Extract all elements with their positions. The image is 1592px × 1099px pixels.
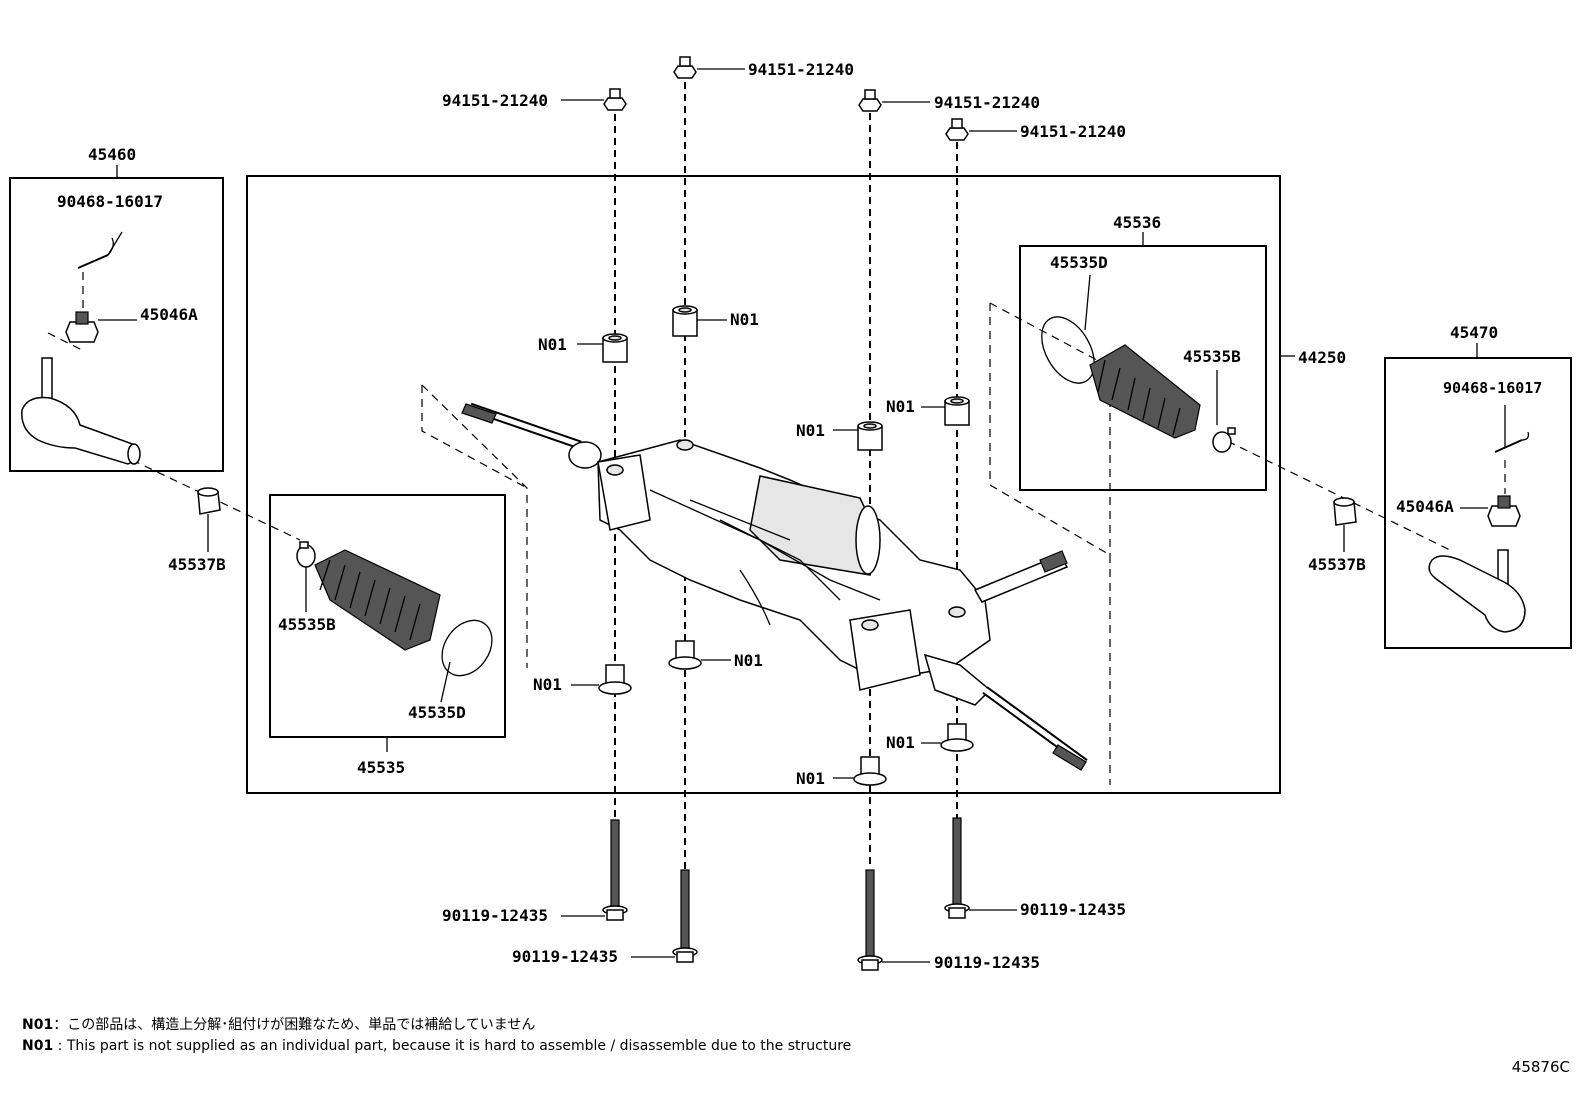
cotter-pin-rh: [1494, 431, 1530, 453]
label-nut-top-2: 94151-21240: [748, 60, 854, 79]
label-nut-lh: 45046A: [140, 305, 198, 324]
label-boot-set-rh: 45536: [1113, 213, 1161, 232]
label-ring-rh: 45535D: [1050, 253, 1108, 272]
bushing-n01-upper-4: [944, 396, 970, 426]
bolt-2: [672, 869, 698, 963]
ring-rh: [1041, 316, 1095, 384]
bolt-4: [944, 817, 970, 919]
note-jp-text: ：この部品は、構造上分解･組付けが困難なため、単品では補給していません: [53, 1017, 536, 1033]
label-bolt-3: 90119-12435: [934, 953, 1040, 972]
bolt-1: [602, 819, 628, 921]
castle-nut-lh: [65, 311, 99, 343]
label-ring-lh: 45535D: [408, 703, 466, 722]
flange-nut-1: [603, 88, 627, 111]
label-bolt-2: 90119-12435: [512, 947, 618, 966]
clamp-rh: [1212, 427, 1236, 453]
label-n01-a: N01: [538, 335, 567, 354]
ring-lh: [441, 619, 493, 677]
label-nut-top-1: 94151-21240: [442, 91, 548, 110]
label-n01-d: N01: [886, 397, 915, 416]
tie-rod-end-lh-part: [21, 357, 141, 465]
label-cotter-pin-lh: 90468-16017: [57, 192, 163, 211]
frame-gear-assy: [246, 175, 1281, 794]
label-bushing-lh: 45537B: [168, 555, 226, 574]
bolt-3: [857, 869, 883, 971]
castle-nut-rh: [1487, 495, 1521, 527]
bushing-n01-lower-4: [940, 723, 974, 752]
flange-nut-3: [858, 89, 882, 112]
flange-nut-4: [945, 118, 969, 141]
tie-rod-end-rh-part: [1428, 549, 1526, 633]
clamp-lh: [296, 541, 316, 568]
bushing-n01-lower-3: [853, 756, 887, 786]
label-nut-rh: 45046A: [1396, 497, 1454, 516]
label-nut-top-3: 94151-21240: [934, 93, 1040, 112]
label-bolt-4: 90119-12435: [1020, 900, 1126, 919]
bushing-n01-lower-1: [598, 664, 632, 695]
label-n01-f: N01: [734, 651, 763, 670]
label-tie-rod-end-rh: 45470: [1450, 323, 1498, 342]
boot-lh: [314, 549, 441, 651]
label-n01-e: N01: [533, 675, 562, 694]
label-clamp-lh: 45535B: [278, 615, 336, 634]
bushing-n01-lower-2: [668, 640, 702, 670]
label-boot-set-lh: 45535: [357, 758, 405, 777]
note-japanese: N01：この部品は、構造上分解･組付けが困難なため、単品では補給していません: [22, 1014, 535, 1034]
bushing-lh-part: [197, 487, 221, 515]
bushing-n01-upper-2: [672, 305, 698, 337]
frame-tie-rod-end-rh: [1384, 357, 1572, 649]
label-tie-rod-end-lh: 45460: [88, 145, 136, 164]
bushing-n01-upper-3: [857, 421, 883, 451]
bushing-rh-part: [1333, 497, 1357, 526]
label-gear-assy: 44250: [1298, 348, 1346, 367]
flange-nut-2: [673, 56, 697, 79]
figure-id: 45876C: [1511, 1058, 1570, 1076]
steering-rack-assembly: [461, 402, 1088, 771]
label-bolt-1: 90119-12435: [442, 906, 548, 925]
label-cotter-pin-rh: 90468-16017: [1443, 379, 1542, 397]
label-nut-top-4: 94151-21240: [1020, 122, 1126, 141]
boot-rh: [1089, 344, 1201, 439]
label-clamp-rh: 45535B: [1183, 347, 1241, 366]
label-n01-c: N01: [796, 421, 825, 440]
label-n01-h: N01: [886, 733, 915, 752]
note-jp-code: N01: [22, 1017, 54, 1033]
bushing-n01-upper-1: [602, 333, 628, 363]
note-english: N01 : This part is not supplied as an in…: [22, 1038, 851, 1054]
note-en-text: : This part is not supplied as an indivi…: [53, 1038, 852, 1054]
note-en-code: N01: [22, 1038, 54, 1054]
label-n01-g: N01: [796, 769, 825, 788]
label-bushing-rh: 45537B: [1308, 555, 1366, 574]
cotter-pin-lh: [77, 237, 114, 269]
label-n01-b: N01: [730, 310, 759, 329]
